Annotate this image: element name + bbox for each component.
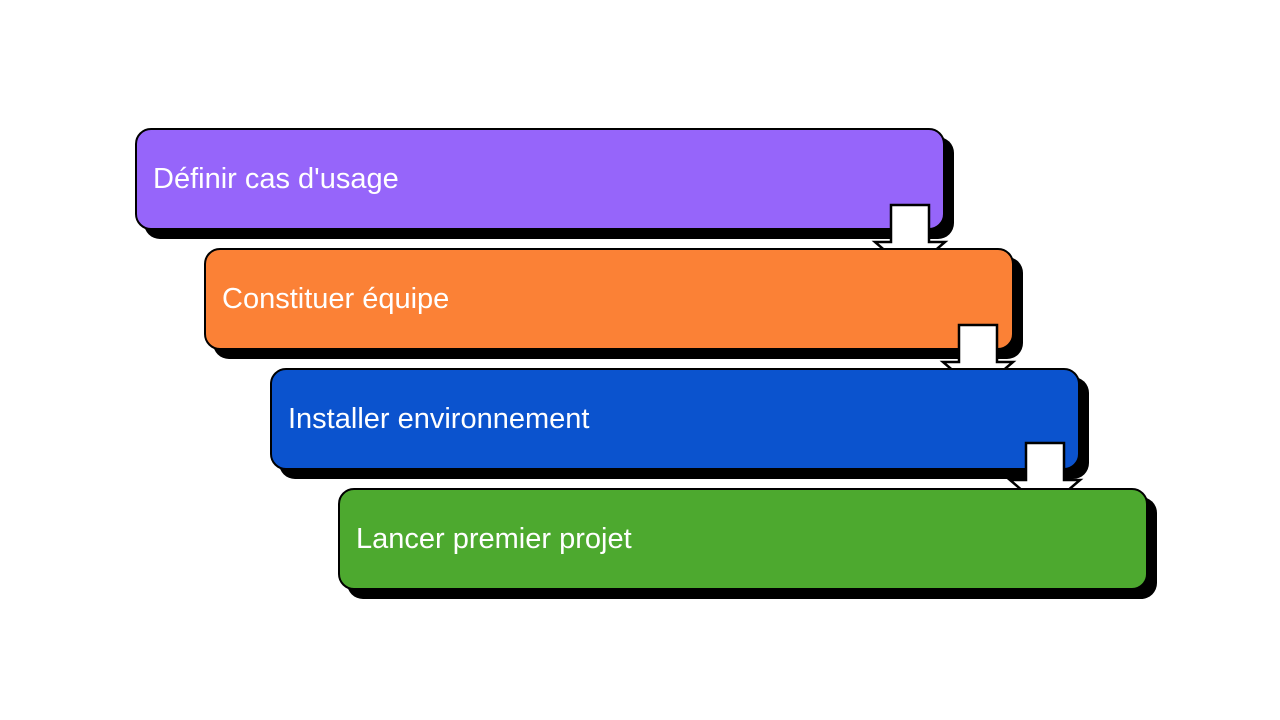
step-label: Définir cas d'usage [153,162,399,195]
step-box-constituer-equipe: Constituer équipe [204,248,1014,350]
step-label: Constituer équipe [222,282,450,315]
step-box-definir-cas-dusage: Définir cas d'usage [135,128,945,230]
step-box-lancer-premier-projet: Lancer premier projet [338,488,1148,590]
step-box-installer-environnement: Installer environnement [270,368,1080,470]
step-label: Installer environnement [288,402,590,435]
step-label: Lancer premier projet [356,522,632,555]
